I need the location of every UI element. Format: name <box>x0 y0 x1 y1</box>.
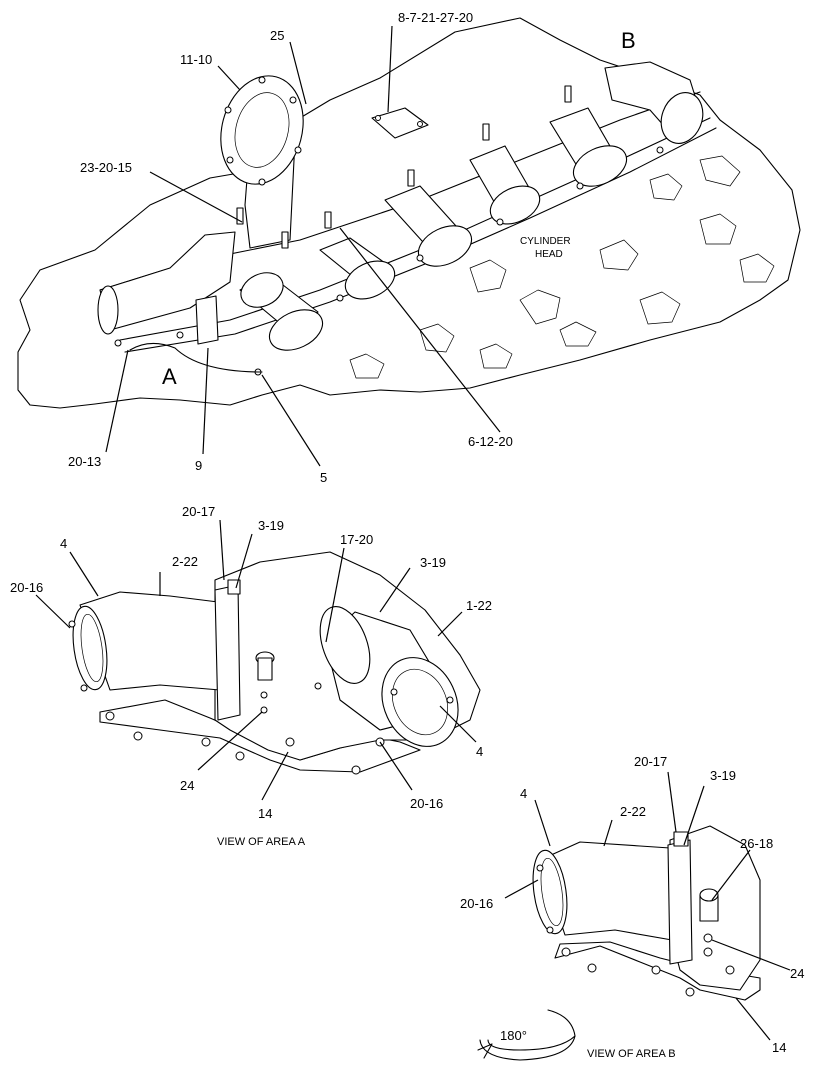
main-view-leaders <box>105 25 501 467</box>
view-a-callout-3-19-left: 3-19 <box>258 518 284 533</box>
view-letter-a: A <box>162 364 177 389</box>
callout-5: 5 <box>320 470 327 485</box>
view-b-callout-26-18: 26-18 <box>740 836 773 851</box>
view-a-callout-17-20: 17-20 <box>340 532 373 547</box>
sleeve-5 <box>549 107 628 187</box>
view-b-bolts <box>536 864 735 997</box>
view-b-callout-24: 24 <box>790 966 804 981</box>
view-area-a-drawing <box>68 551 481 775</box>
elbow-pipe-right <box>604 61 704 144</box>
view-a-caption: VIEW OF AREA A <box>217 836 306 848</box>
view-b-callout-14: 14 <box>772 1040 786 1055</box>
view-b-callout-3-19: 3-19 <box>710 768 736 783</box>
view-a-callout-20-17: 20-17 <box>182 504 215 519</box>
callout-25: 25 <box>270 28 284 43</box>
callout-11-10: 11-10 <box>180 52 212 67</box>
view-a-callout-4: 4 <box>60 536 67 551</box>
view-b-callout-20-16: 20-16 <box>460 896 493 911</box>
view-a-callout-20-16-left: 20-16 <box>10 580 43 595</box>
studs <box>236 85 572 249</box>
callout-8-7-21-27-20: 8-7-21-27-20 <box>398 10 473 25</box>
engine-main-view <box>17 17 801 409</box>
cover-plate-top <box>371 107 429 139</box>
view-a-callout-20-16-bottom: 20-16 <box>410 796 443 811</box>
view-a-callout-24: 24 <box>180 778 194 793</box>
view-a-callout-1-22: 1-22 <box>466 598 492 613</box>
sleeve-1 <box>239 272 324 351</box>
rotate-180-arrow-icon <box>477 1009 576 1061</box>
view-b-caption: VIEW OF AREA B <box>587 1048 676 1060</box>
cylinder-head-texture <box>349 155 775 379</box>
view-a-callout-3-19-right: 3-19 <box>420 555 446 570</box>
view-area-b-drawing <box>532 825 761 1001</box>
sleeve-3 <box>384 185 473 267</box>
view-area-a-leaders <box>35 519 477 801</box>
callout-6-12-20: 6-12-20 <box>468 434 513 449</box>
view-b-callout-20-17: 20-17 <box>634 754 667 769</box>
view-b-callout-4: 4 <box>520 786 527 801</box>
view-letter-b: B <box>621 28 636 53</box>
view-area-b-leaders <box>504 771 791 1041</box>
callout-20-13: 20-13 <box>68 454 101 469</box>
view-a-callout-14: 14 <box>258 806 272 821</box>
sleeve-2 <box>319 237 396 300</box>
elbow-pipe-left <box>97 231 236 335</box>
rotation-label: 180° <box>500 1028 527 1043</box>
view-b-callout-2-22: 2-22 <box>620 804 646 819</box>
view-a-callout-2-22: 2-22 <box>172 554 198 569</box>
view-a-callout-4-right: 4 <box>476 744 483 759</box>
sleeve-4 <box>469 145 541 225</box>
callout-23-20-15: 23-20-15 <box>80 160 132 175</box>
callout-9: 9 <box>195 458 202 473</box>
cylinder-head-label-line2: HEAD <box>535 249 563 260</box>
cylinder-head-label-line1: CYLINDER <box>520 236 571 247</box>
flange-plate <box>220 75 304 186</box>
rail-bolts <box>114 146 664 376</box>
